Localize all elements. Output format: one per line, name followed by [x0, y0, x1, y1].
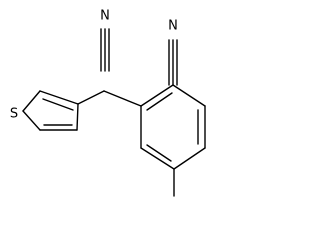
atom-label-n-right: N: [168, 19, 178, 34]
molecule-structure: N N S: [10, 9, 206, 197]
bond-benzene-c2-c3: [172, 84, 206, 107]
bond-thiophene-c4-s: [22, 90, 41, 112]
structure-diagram: N N S: [9, 8, 206, 197]
bond-benzene-c1-c2: [140, 84, 174, 107]
bond-benzene-c4-c5: [173, 147, 206, 170]
atom-labels: N N S: [10, 9, 178, 122]
bond-ch-to-benzene: [103, 90, 142, 107]
bond-layer: [22, 28, 206, 197]
atom-label-s: S: [10, 107, 18, 122]
bond-benzene-c5-c6: [140, 147, 175, 170]
atom-label-n-top: N: [100, 9, 110, 24]
bond-thiophene-c2-c3: [76, 103, 79, 131]
bond-benzene-c5-c6-inner: [146, 144, 172, 162]
bond-thiophene-s-c5: [22, 110, 41, 131]
bond-thiophene-c3-c4-inner: [42, 98, 74, 111]
bond-thiophene-c3-c4: [39, 90, 79, 105]
bond-benzene-c1-c2-inner: [146, 92, 173, 111]
bond-ch-to-thiophene: [77, 90, 105, 105]
